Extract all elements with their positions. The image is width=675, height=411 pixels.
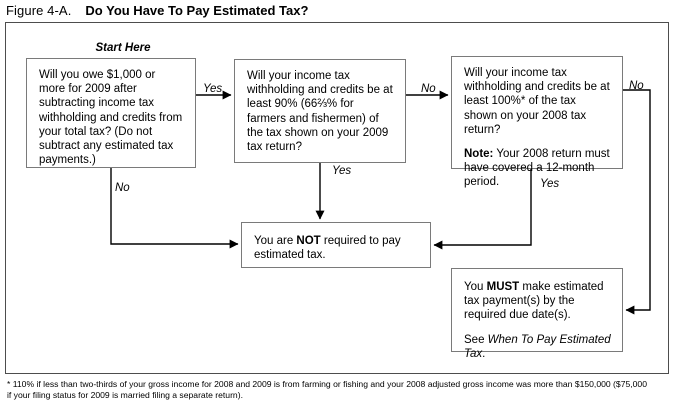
- edge-label-yes-owe: Yes: [203, 83, 223, 95]
- see-suffix: .: [482, 347, 486, 360]
- reference-title: When To Pay Estimated Tax: [464, 333, 611, 360]
- node-withholding-100-percent-2008: Will your income tax withholding and cre…: [451, 56, 623, 188]
- edge-label-no-2009: No: [421, 83, 436, 95]
- footnote-text: 110% if less than two-thirds of your gro…: [7, 379, 647, 400]
- edge-label-yes-2008: Yes: [540, 178, 560, 190]
- page-title: Do You Have To Pay Estimated Tax?: [85, 3, 309, 18]
- figure-number-label: Figure 4-A.: [6, 3, 72, 18]
- must-pay-text: You MUST make estimated tax payment(s) b…: [464, 280, 611, 323]
- node-owe-text: Will you owe $1,000 or more for 2009 aft…: [39, 69, 183, 167]
- not-required-text: You are NOT required to pay estimated ta…: [254, 234, 419, 262]
- node-must-pay-outcome: You MUST make estimated tax payment(s) b…: [451, 268, 623, 360]
- footnote-marker: *: [7, 379, 11, 389]
- note-text: Your 2008 return must have covered a 12-…: [464, 148, 610, 189]
- footnote: * 110% if less than two-thirds of your g…: [7, 379, 647, 401]
- node-2008-text: Will your income tax withholding and cre…: [464, 67, 610, 136]
- node-2009-text: Will your income tax withholding and cre…: [247, 70, 393, 154]
- must-pay-reference: See When To Pay Estimated Tax.: [464, 333, 611, 361]
- node-2008-note: Note: Your 2008 return must have covered…: [464, 147, 611, 190]
- start-here-label: Start Here: [95, 42, 151, 54]
- must-pay-suffix: make estimated tax payment(s) by the req…: [464, 281, 604, 322]
- edge-label-no-owe: No: [115, 182, 130, 194]
- not-required-suffix: required to pay estimated tax.: [254, 235, 401, 262]
- must-pay-prefix: You: [464, 281, 487, 293]
- note-label: Note:: [464, 148, 494, 161]
- see-prefix: See: [464, 333, 488, 346]
- edge-label-yes-2009: Yes: [332, 165, 352, 177]
- node-not-required-outcome: You are NOT required to pay estimated ta…: [241, 222, 431, 268]
- node-will-you-owe-1000: Will you owe $1,000 or more for 2009 aft…: [26, 58, 196, 168]
- node-withholding-90-percent-2009: Will your income tax withholding and cre…: [234, 59, 406, 163]
- not-emphasis: NOT: [296, 235, 321, 247]
- edge-label-no-2008: No: [629, 80, 644, 92]
- figure-title-row: Figure 4-A. Do You Have To Pay Estimated …: [6, 2, 666, 20]
- not-required-prefix: You are: [254, 235, 297, 247]
- must-emphasis: MUST: [486, 281, 520, 293]
